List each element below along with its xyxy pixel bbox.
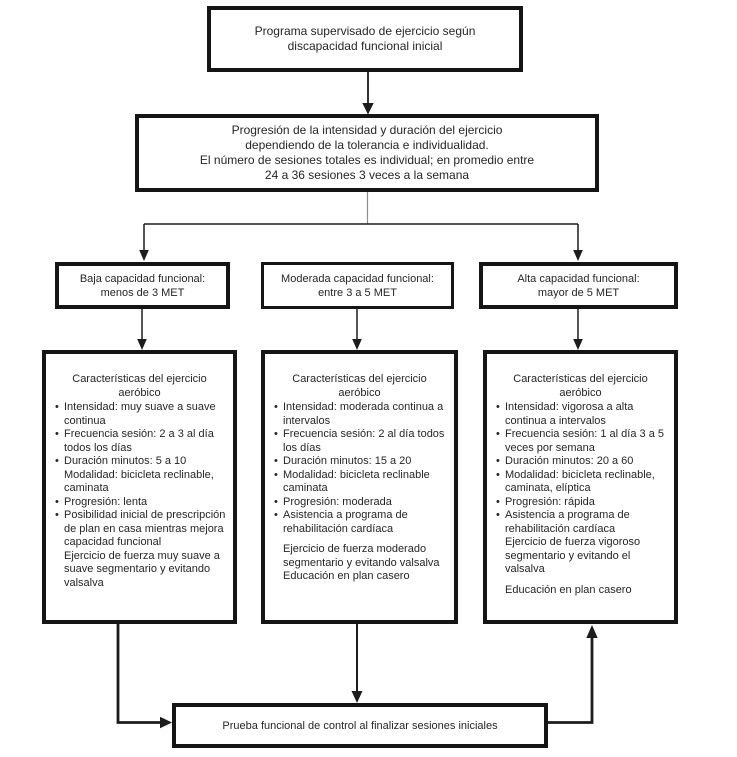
result-box-label: Prueba funcional de control al finalizar… bbox=[222, 719, 498, 732]
progression-line-2: dependiendo de la tolerancia e individua… bbox=[245, 138, 489, 152]
header-box-low-capacity: Baja capacidad funcional: menos de 3 MET bbox=[55, 262, 230, 309]
detail-box-low-capacity: Características del ejercicio aeróbico I… bbox=[42, 350, 237, 624]
header-high-line-2: mayor de 5 MET bbox=[537, 286, 620, 299]
arrow-result-to-high-detail bbox=[548, 625, 598, 724]
detail-item: Ejercicio de fuerza vigoroso segmentario… bbox=[505, 536, 641, 575]
detail-item: Frecuencia sesión: 2 al día todos los dí… bbox=[274, 428, 450, 455]
top-box-line-1: Programa supervisado de ejercicio según bbox=[254, 24, 476, 38]
detail-item: Educación en plan casero bbox=[505, 583, 632, 596]
detail-item: Intensidad: vigorosa a alta continua a i… bbox=[496, 401, 670, 428]
detail-title-low: Características del ejercicio aeróbico bbox=[72, 373, 207, 399]
top-box: Programa supervisado de ejercicio según … bbox=[207, 6, 523, 72]
detail-item: Intensidad: muy suave a suave continua bbox=[55, 401, 229, 428]
arrow-branch-to-high-header bbox=[573, 224, 583, 261]
detail-item: Duración minutos: 15 a 20 bbox=[274, 455, 450, 469]
arrow-low-detail-to-result bbox=[116, 624, 172, 729]
detail-item: Progresión: lenta bbox=[55, 496, 229, 510]
arrow-top-to-progression bbox=[362, 72, 374, 115]
progression-line-1: Progresión de la intensidad y duración d… bbox=[231, 123, 503, 137]
result-box: Prueba funcional de control al finalizar… bbox=[172, 703, 548, 748]
detail-item: Frecuencia sesión: 1 al día 3 a 5 veces … bbox=[496, 428, 670, 455]
arrow-branch-to-low-header bbox=[139, 224, 149, 261]
header-moderate-line-1: Moderada capacidad funcional: bbox=[281, 272, 434, 285]
detail-item: Educación en plan casero bbox=[283, 570, 410, 582]
detail-item: Posibilidad inicial de prescripción de p… bbox=[55, 509, 229, 550]
progression-box: Progresión de la intensidad y duración d… bbox=[135, 114, 599, 192]
top-box-line-2: discapacidad funcional inicial bbox=[287, 39, 443, 53]
arrow-low-header-to-detail bbox=[137, 309, 147, 350]
detail-item: Ejercicio de fuerza moderado segmentario… bbox=[283, 543, 440, 569]
header-box-high-capacity: Alta capacidad funcional: mayor de 5 MET bbox=[479, 262, 678, 309]
detail-title-high: Características del ejercicio aeróbico bbox=[513, 373, 648, 399]
detail-item: Duración minutos: 20 a 60 bbox=[496, 455, 670, 469]
detail-item: Modalidad: bicicleta reclinable, caminat… bbox=[64, 468, 214, 495]
detail-box-moderate-capacity: Características del ejercicio aeróbico I… bbox=[261, 350, 458, 624]
header-low-line-2: menos de 3 MET bbox=[100, 286, 185, 299]
detail-item: Ejercicio de fuerza muy suave a suave se… bbox=[64, 549, 220, 589]
arrow-high-header-to-detail bbox=[573, 309, 583, 350]
detail-item: Modalidad: bicicleta reclinable, caminat… bbox=[496, 469, 670, 496]
header-low-line-1: Baja capacidad funcional: bbox=[79, 272, 206, 285]
detail-item: Intensidad: moderada continua a interval… bbox=[274, 401, 450, 428]
detail-item: Frecuencia sesión: 2 a 3 al día todos lo… bbox=[55, 428, 229, 455]
arrow-moderate-header-to-detail bbox=[352, 309, 362, 350]
detail-item: Asistencia a programa de rehabilitación … bbox=[496, 509, 670, 536]
header-box-moderate-capacity: Moderada capacidad funcional: entre 3 a … bbox=[261, 262, 454, 309]
arrow-moderate-detail-to-result bbox=[351, 624, 363, 703]
detail-item: Asistencia a programa de rehabilitación … bbox=[274, 509, 450, 536]
progression-line-3: El número de sesiones totales es individ… bbox=[199, 153, 535, 167]
progression-line-4: 24 a 36 sesiones 3 veces a la semana bbox=[264, 168, 470, 182]
header-high-line-1: Alta capacidad funcional: bbox=[517, 272, 640, 285]
detail-items-low: Intensidad: muy suave a suave continua F… bbox=[46, 400, 233, 590]
detail-items-high: Intensidad: vigorosa a alta continua a i… bbox=[487, 400, 674, 597]
detail-item: Modalidad: bicicleta reclinable caminata bbox=[274, 469, 450, 496]
detail-item: Progresión: rápida bbox=[496, 496, 670, 510]
detail-box-high-capacity: Características del ejercicio aeróbico I… bbox=[483, 350, 678, 624]
detail-item: Progresión: moderada bbox=[274, 496, 450, 510]
detail-item: Duración minutos: 5 a 10 bbox=[55, 455, 229, 469]
detail-items-moderate: Intensidad: moderada continua a interval… bbox=[265, 400, 454, 584]
header-moderate-line-2: entre 3 a 5 MET bbox=[318, 286, 397, 299]
detail-title-moderate: Características del ejercicio aeróbico bbox=[292, 373, 427, 399]
